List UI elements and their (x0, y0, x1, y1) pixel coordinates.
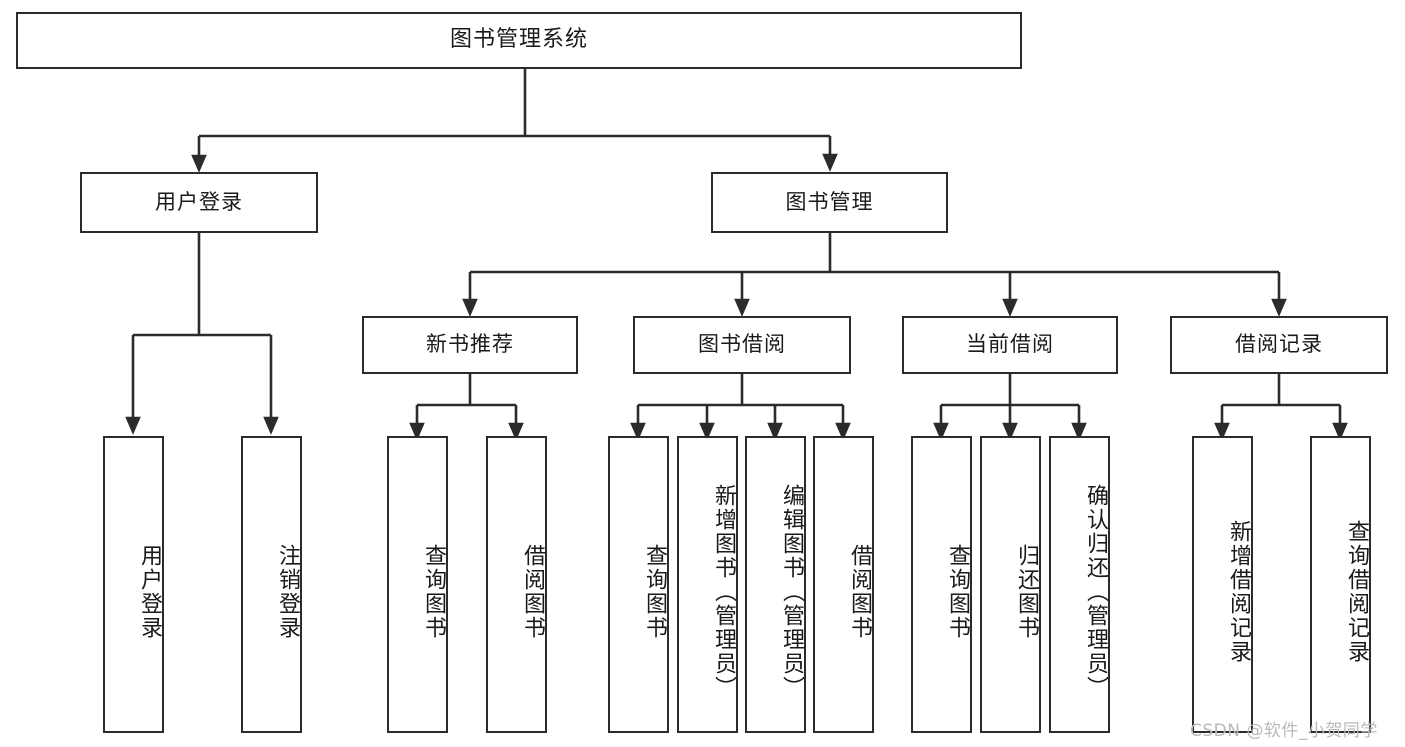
leaf-current-borrow-confirm-label: 确认归还（管理员） (1083, 483, 1108, 700)
leaf-book-borrow-add-label: 新增图书（管理员） (711, 483, 736, 700)
node-new-book-recommend-label: 新书推荐 (426, 332, 514, 357)
leaf-book-borrow-lend-label: 借阅图书 (847, 543, 872, 640)
node-user-login[interactable]: 用户登录 (80, 172, 318, 233)
leaf-new-book-query[interactable]: 查询图书 (387, 436, 448, 733)
node-user-login-label: 用户登录 (155, 189, 243, 214)
leaf-borrow-record-query-label: 查询借阅记录 (1344, 519, 1369, 664)
node-book-manage-label: 图书管理 (785, 189, 874, 214)
leaf-book-borrow-edit[interactable]: 编辑图书（管理员） (745, 436, 806, 733)
node-root-system[interactable]: 图书管理系统 (16, 12, 1022, 69)
leaf-user-login-signin-label: 用户登录 (137, 543, 162, 640)
leaf-current-borrow-confirm[interactable]: 确认归还（管理员） (1049, 436, 1110, 733)
node-book-borrow-label: 图书借阅 (698, 332, 786, 357)
leaf-current-borrow-query[interactable]: 查询图书 (911, 436, 972, 733)
node-current-borrow-label: 当前借阅 (966, 332, 1054, 357)
leaf-borrow-record-add[interactable]: 新增借阅记录 (1192, 436, 1253, 733)
leaf-book-borrow-lend[interactable]: 借阅图书 (813, 436, 874, 733)
leaf-new-book-borrow-label: 借阅图书 (520, 543, 545, 640)
leaf-book-borrow-edit-label: 编辑图书（管理员） (779, 483, 804, 700)
leaf-user-login-signout[interactable]: 注销登录 (241, 436, 302, 733)
leaf-borrow-record-add-label: 新增借阅记录 (1226, 519, 1251, 664)
leaf-book-borrow-query-label: 查询图书 (642, 543, 667, 640)
node-borrow-record-label: 借阅记录 (1235, 332, 1323, 357)
leaf-borrow-record-query[interactable]: 查询借阅记录 (1310, 436, 1371, 733)
leaf-current-borrow-query-label: 查询图书 (945, 543, 970, 640)
leaf-book-borrow-add[interactable]: 新增图书（管理员） (677, 436, 738, 733)
leaf-new-book-borrow[interactable]: 借阅图书 (486, 436, 547, 733)
node-book-borrow[interactable]: 图书借阅 (633, 316, 851, 374)
node-book-manage[interactable]: 图书管理 (711, 172, 948, 233)
leaf-current-borrow-return-label: 归还图书 (1014, 543, 1039, 640)
leaf-current-borrow-return[interactable]: 归还图书 (980, 436, 1041, 733)
node-root-system-label: 图书管理系统 (449, 27, 588, 53)
leaf-user-login-signout-label: 注销登录 (275, 543, 300, 640)
leaf-new-book-query-label: 查询图书 (421, 543, 446, 640)
node-current-borrow[interactable]: 当前借阅 (902, 316, 1118, 374)
leaf-book-borrow-query[interactable]: 查询图书 (608, 436, 669, 733)
node-new-book-recommend[interactable]: 新书推荐 (362, 316, 578, 374)
leaf-user-login-signin[interactable]: 用户登录 (103, 436, 164, 733)
node-borrow-record[interactable]: 借阅记录 (1170, 316, 1388, 374)
